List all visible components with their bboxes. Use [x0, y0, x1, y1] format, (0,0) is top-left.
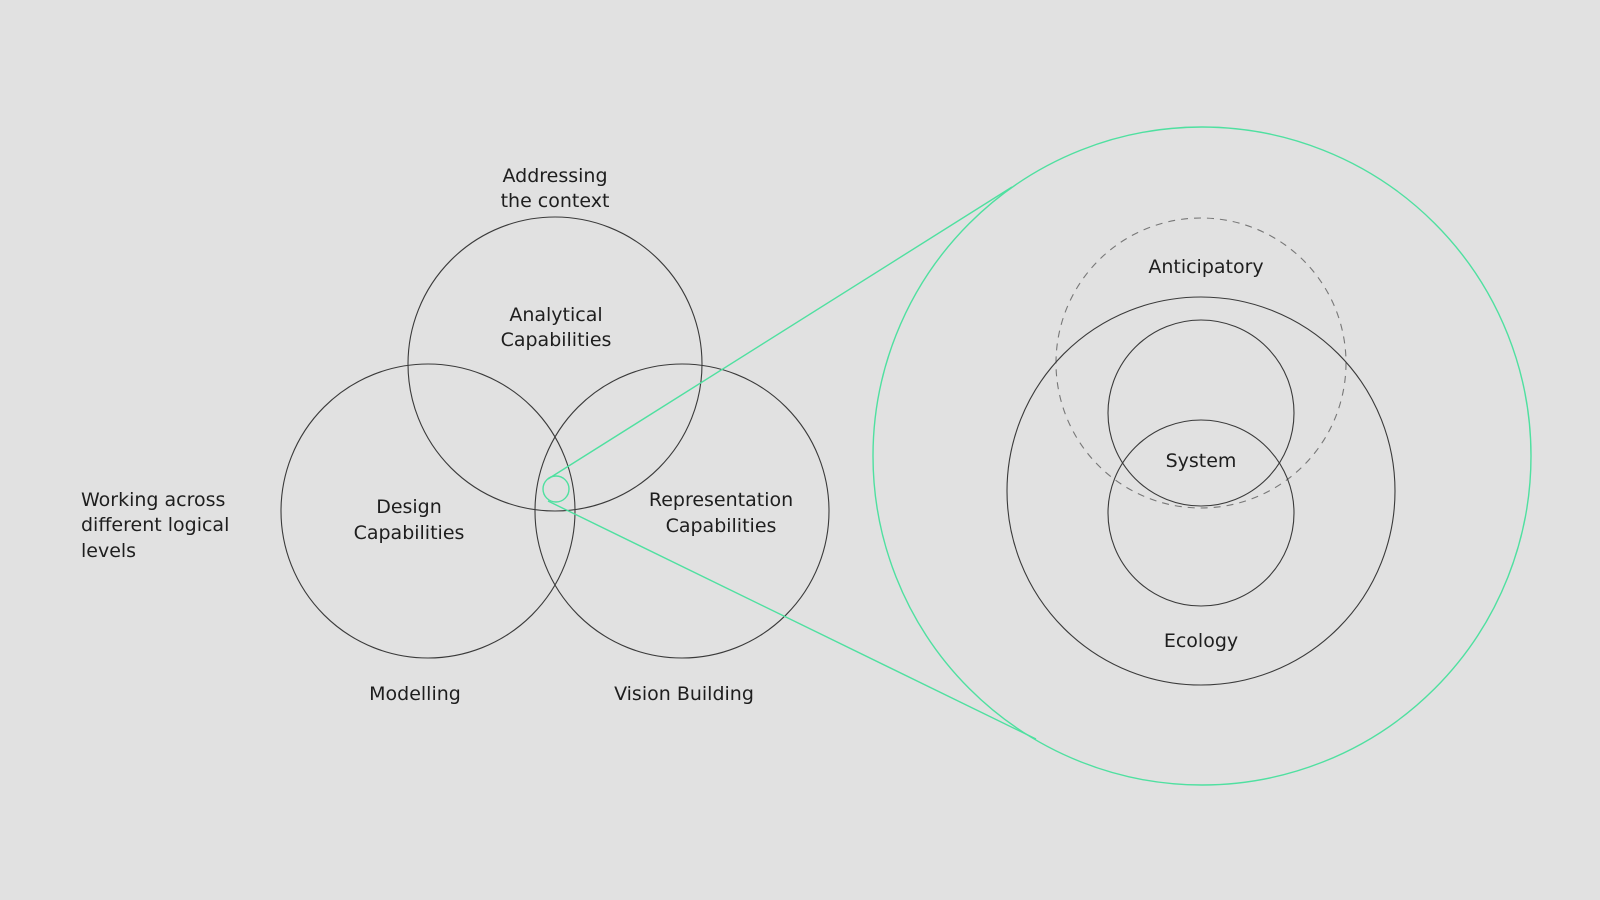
zoom-line-bottom — [547, 500, 1037, 740]
zoom-circle — [872, 126, 1532, 786]
zoom-line-top — [547, 186, 1013, 480]
ecology-circle — [1006, 296, 1396, 686]
label-design-1: Design — [376, 496, 442, 518]
label-analytical-1: Analytical — [509, 304, 602, 326]
label-system: System — [1166, 450, 1237, 472]
label-representation-1: Representation — [649, 489, 793, 511]
label-modelling: Modelling — [369, 683, 461, 705]
label-representation-2: Capabilities — [666, 515, 777, 537]
label-ecology: Ecology — [1164, 630, 1238, 652]
system-upper-circle — [1107, 319, 1295, 507]
label-anticipatory: Anticipatory — [1148, 256, 1263, 278]
analytical-circle — [407, 216, 703, 512]
system-lower-circle — [1107, 419, 1295, 607]
label-analytical-2: Capabilities — [501, 329, 612, 351]
label-vision-building: Vision Building — [614, 683, 754, 705]
label-addressing-2: the context — [501, 190, 610, 212]
representation-circle — [534, 363, 830, 659]
label-working-2: different logical — [81, 514, 229, 536]
label-working-3: levels — [81, 540, 136, 562]
zoom-focus-circle — [542, 475, 570, 503]
label-working-1: Working across — [81, 489, 225, 511]
anticipatory-dashed-circle — [1055, 217, 1347, 509]
label-addressing-1: Addressing — [502, 165, 607, 187]
label-design-2: Capabilities — [354, 522, 465, 544]
design-circle — [280, 363, 576, 659]
